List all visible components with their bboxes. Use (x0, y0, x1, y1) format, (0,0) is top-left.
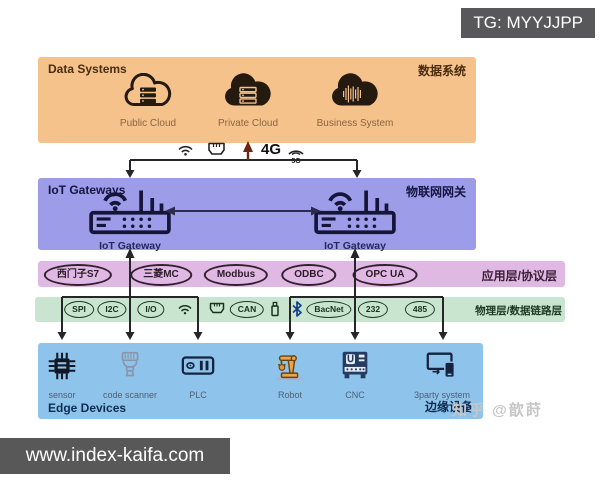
data-systems-band: Data Systems 数据系统 Public Cloud (38, 57, 476, 143)
robot-arm-icon (271, 355, 309, 388)
usb-icon (270, 301, 281, 322)
cnc-node: CNC (315, 348, 395, 400)
code-scanner-node: code scanner (90, 348, 170, 400)
ethernet-port-icon (209, 302, 225, 320)
monitor-phone-icon (423, 352, 461, 388)
wifi-icon (177, 143, 194, 161)
bus-pill-i2c: I2C (97, 301, 127, 318)
third-party-system-label: 3party system (413, 390, 471, 400)
site-url-badge: www.index-kaifa.com (0, 438, 230, 474)
iot-gateway-label: IoT Gateway (324, 240, 386, 252)
chip-sensor-icon (44, 352, 80, 388)
bus-pill-io: I/O (137, 301, 165, 318)
protocol-pill-modbus: Modbus (203, 264, 269, 286)
physical-layer-band: SPI I2C I/O CAN BacNet (35, 297, 565, 322)
iot-gateway-node-left: IoT Gateway (75, 185, 185, 252)
protocol-pill-siemens-s7: 西门子S7 (43, 264, 113, 286)
bluetooth-icon (291, 300, 303, 323)
code-scanner-label: code scanner (102, 390, 158, 400)
cnc-machine-icon (336, 351, 374, 388)
edge-devices-band: sensor code scanner (38, 343, 483, 419)
public-cloud-icon (123, 72, 173, 115)
5g-label: 5G (291, 158, 301, 165)
bus-pill-spi: SPI (64, 301, 94, 318)
physical-layer-title-zh: 物理层/数据链路层 (475, 305, 562, 317)
iot-gateways-title: IoT Gateways (48, 183, 126, 197)
bus-pill-232: 232 (357, 301, 389, 318)
application-layer-title-zh: 应用层/协议层 (481, 269, 557, 283)
private-cloud-icon (223, 73, 273, 115)
bus-pill-bacnet: BacNet (306, 301, 352, 318)
public-cloud-label: Public Cloud (119, 118, 177, 129)
tg-badge: TG: MYYJJPP (461, 8, 595, 38)
business-system-label: Business System (316, 118, 394, 129)
protocol-pill-odbc: ODBC (281, 264, 337, 286)
private-cloud-label: Private Cloud (217, 118, 279, 129)
private-cloud-node: Private Cloud (196, 73, 300, 129)
edge-devices-title: Edge Devices (48, 401, 127, 415)
wifi-icon (178, 302, 193, 320)
ethernet-port-icon (207, 142, 226, 161)
robot-node: Robot (250, 348, 330, 400)
zhihu-watermark: 知乎 @歆莳 (452, 402, 543, 419)
business-system-node: Business System (303, 73, 407, 129)
router-icon (309, 190, 401, 239)
protocol-pill-mitsubishi-mc: 三菱MC (130, 264, 192, 286)
robot-label: Robot (277, 390, 303, 400)
iot-gateways-band: IoT Gateways 物联网网关 IoT Gate (38, 178, 476, 252)
public-cloud-node: Public Cloud (96, 72, 200, 129)
plc-label: PLC (189, 390, 207, 400)
bus-pill-485: 485 (404, 301, 436, 318)
plc-icon (179, 356, 217, 388)
code-scanner-icon (112, 351, 148, 388)
application-layer-band: 西门子S7 三菱MC Modbus ODBC OPC UA 应用层/协议层 (38, 261, 565, 287)
edge-devices-title-zh: 边缘设备 (424, 400, 473, 414)
sensor-label: sensor (48, 390, 76, 400)
plc-node: PLC (158, 348, 238, 400)
data-systems-title-zh: 数据系统 (417, 64, 466, 78)
iot-gateways-title-zh: 物联网网关 (405, 185, 466, 199)
protocol-pill-opc-ua: OPC UA (352, 264, 418, 286)
data-systems-title: Data Systems (48, 62, 127, 76)
5g-icon: 5G (286, 142, 306, 165)
iot-gateway-node-right: IoT Gateway (300, 185, 410, 252)
third-party-system-node: 3party system (399, 348, 485, 400)
router-icon (84, 190, 176, 239)
cnc-label: CNC (345, 390, 365, 400)
4g-label: 4G (261, 141, 282, 158)
business-system-icon (330, 73, 380, 115)
sensor-node: sensor (22, 348, 102, 400)
iot-gateway-label: IoT Gateway (99, 240, 161, 252)
bus-pill-can: CAN (229, 301, 265, 318)
